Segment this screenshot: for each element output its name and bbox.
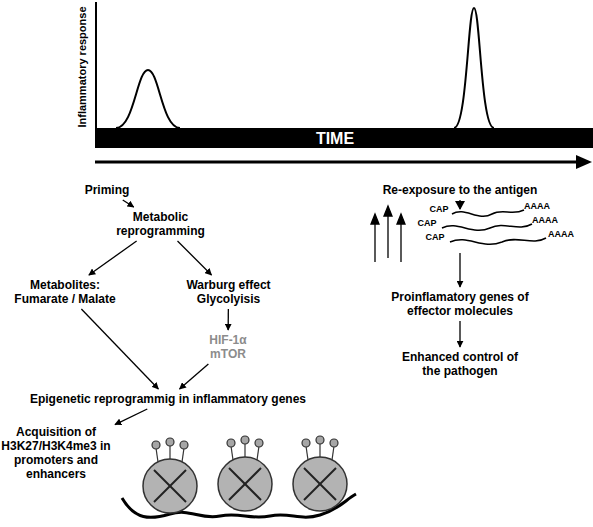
polya-label: AAAA	[522, 200, 552, 212]
flow-arrow	[459, 200, 460, 287]
time-arrow	[95, 161, 580, 164]
node-text: HIF-1α mTOR	[200, 333, 256, 361]
text-node: Warburg effect Glycolyisis	[176, 278, 281, 306]
node-text: Re-exposure to the antigen	[370, 183, 550, 197]
text-node: Epigenetic reprogrammig in inflammatory …	[8, 392, 328, 406]
text-node: HIF-1α mTOR	[200, 333, 256, 361]
nucleosome	[218, 457, 272, 511]
flow-arrow	[115, 409, 147, 425]
y-axis	[95, 2, 97, 130]
flow-arrow	[180, 364, 209, 389]
flow-arrow	[81, 309, 158, 389]
text-node: Metabolites: Fumarate / Malate	[4, 278, 126, 306]
text-node: Metabolic reprogramming	[108, 210, 213, 238]
flow-arrow	[178, 241, 212, 275]
nucleosomes	[122, 436, 356, 517]
flow-arrow	[89, 241, 137, 275]
node-text: Metabolites: Fumarate / Malate	[4, 278, 126, 306]
cap-label: CAP	[412, 217, 442, 229]
flow-arrow	[459, 321, 460, 347]
node-text: Metabolic reprogramming	[108, 210, 213, 238]
time-bar	[95, 128, 593, 148]
node-text: Enhanced control of the pathogen	[400, 350, 520, 378]
reexposure-peak	[454, 8, 494, 128]
nucleosome	[293, 457, 347, 511]
text-node: Re-exposure to the antigen	[370, 183, 550, 197]
cap-label: CAP	[420, 231, 450, 243]
time-label: TIME	[290, 129, 380, 148]
polya-label: AAAA	[546, 228, 576, 240]
mrna-backdrop	[450, 209, 470, 253]
axis-title: Inflammatory response	[75, 2, 89, 132]
nucleosome-cross	[154, 468, 336, 502]
node-text: Proinflamatory genes of effector molecul…	[390, 290, 530, 318]
text-node: Enhanced control of the pathogen	[400, 350, 520, 378]
mrna-arrowhead	[455, 201, 465, 210]
node-text: Acquisition of H3K27/H3K4me3 in promoter…	[0, 425, 112, 481]
text-node: Acquisition of H3K27/H3K4me3 in promoter…	[0, 425, 112, 481]
node-text: Priming	[72, 183, 142, 197]
text-node: Priming	[72, 183, 142, 197]
flow-arrow	[123, 200, 134, 207]
node-text: Warburg effect Glycolyisis	[176, 278, 281, 306]
flow-arrow	[228, 309, 229, 330]
priming-peak	[116, 70, 180, 128]
polya-label: AAAA	[530, 214, 560, 226]
cap-label: CAP	[424, 203, 454, 215]
upregulation-arrows	[371, 206, 405, 262]
node-text: Epigenetic reprogrammig in inflammatory …	[8, 392, 328, 406]
text-node: Proinflamatory genes of effector molecul…	[390, 290, 530, 318]
nucleosome	[143, 459, 197, 513]
time-arrowhead	[576, 155, 592, 169]
mrna-strands	[442, 210, 546, 244]
